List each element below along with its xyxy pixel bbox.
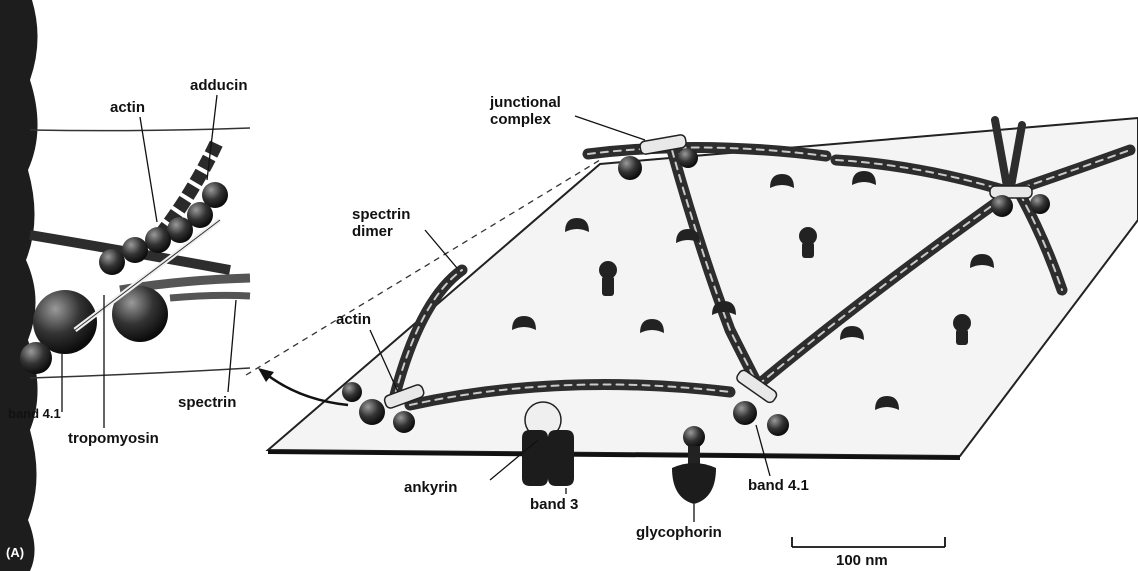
label-scale: 100 nm	[836, 553, 888, 570]
torn-page-edge	[0, 0, 38, 571]
label-adducin: adducin	[190, 78, 248, 95]
label-band41-inset: band 4.1	[8, 407, 61, 421]
label-panel: (A)	[6, 546, 24, 560]
label-actin-main: actin	[336, 312, 371, 329]
inset-detail	[20, 140, 250, 374]
label-glycophorin: glycophorin	[636, 525, 722, 542]
label-spectrin: spectrin	[178, 395, 236, 412]
label-tropomyosin: tropomyosin	[68, 431, 159, 448]
label-actin-inset: actin	[110, 100, 145, 117]
label-ankyrin: ankyrin	[404, 480, 457, 497]
label-junctional-complex: junctional complex	[490, 95, 561, 128]
label-band3: band 3	[530, 497, 578, 514]
label-spectrin-dimer: spectrin dimer	[352, 207, 410, 240]
label-band41-main: band 4.1	[748, 478, 809, 495]
scale-bar	[792, 537, 945, 547]
zoom-arrow-head	[258, 368, 274, 382]
